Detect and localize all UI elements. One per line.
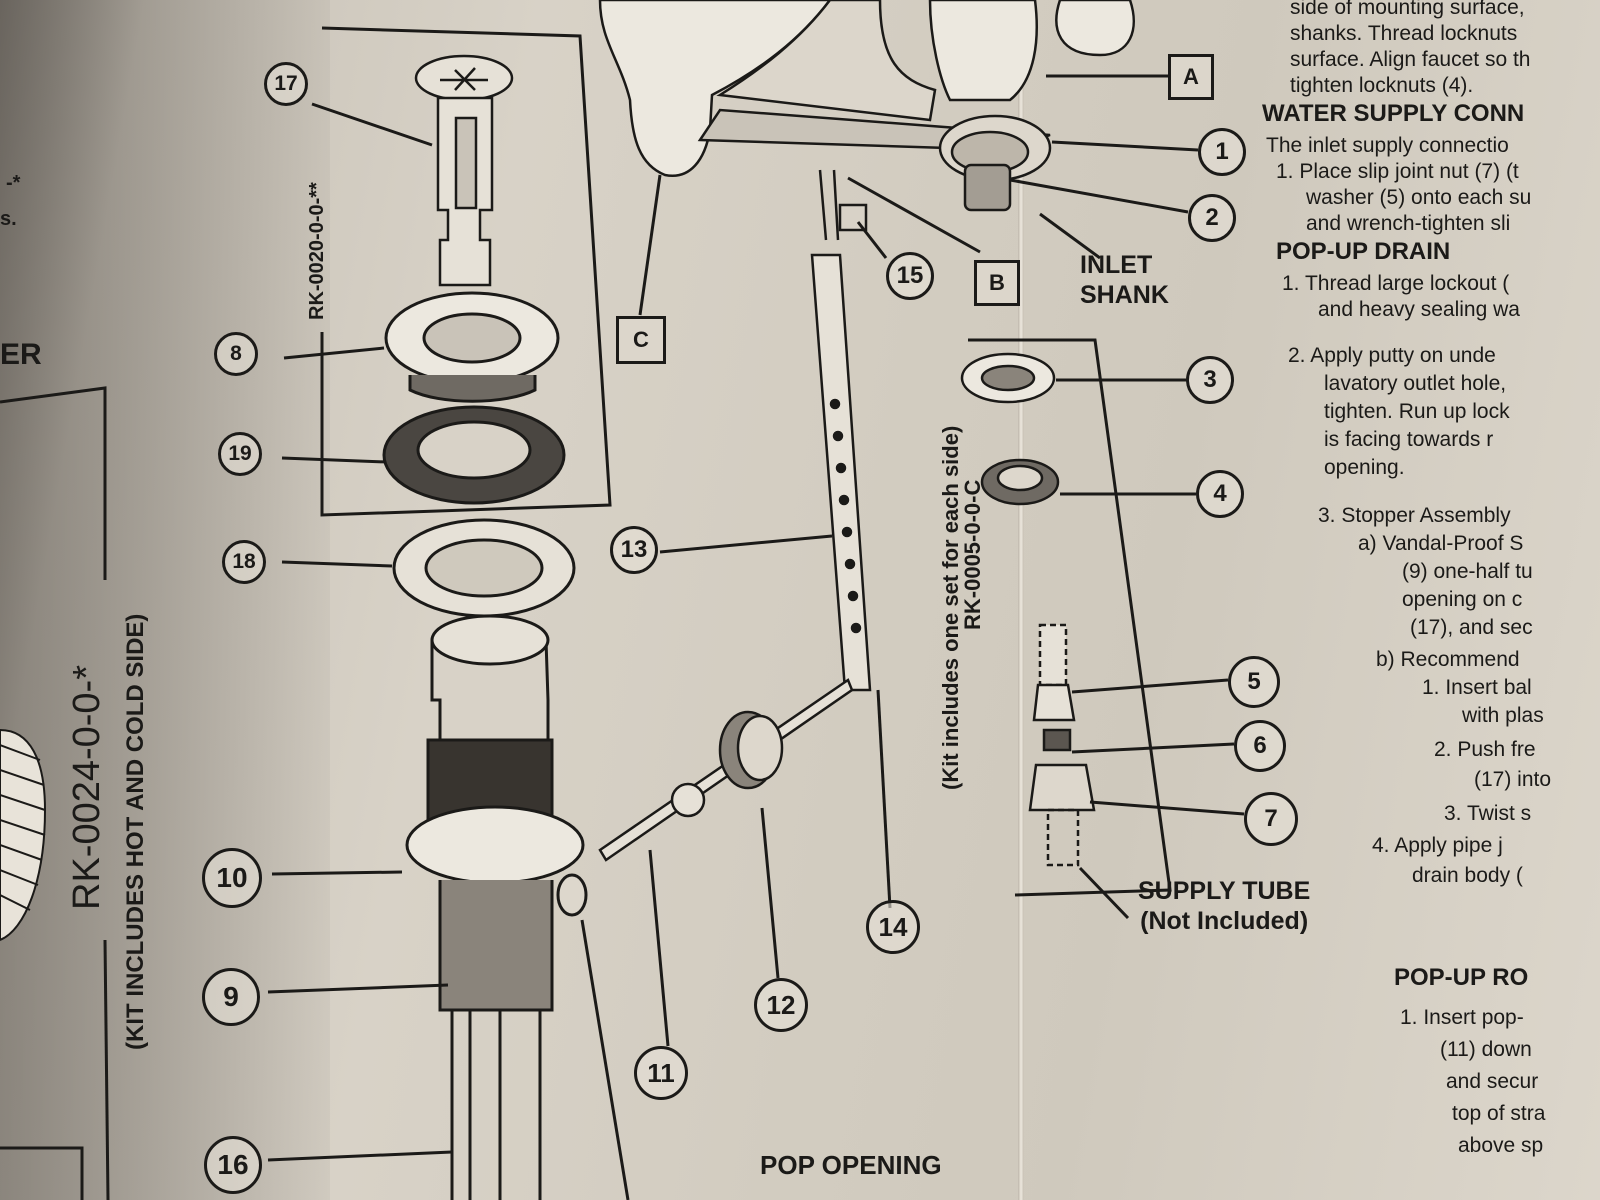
supply-tube-line1: SUPPLY TUBE <box>1138 877 1311 905</box>
instruction-line: (9) one-half tu <box>1402 560 1533 583</box>
instruction-line: 2. Apply putty on unde <box>1288 344 1496 367</box>
callout-8: 8 <box>214 332 258 376</box>
callout-19: 19 <box>218 432 262 476</box>
instruction-line: The inlet supply connectio <box>1266 134 1509 157</box>
inlet-shank <box>938 114 1052 212</box>
instruction-line: top of stra <box>1452 1102 1546 1125</box>
callout-7: 7 <box>1244 792 1298 846</box>
callout-2: 2 <box>1188 194 1236 242</box>
instruction-line: 1. Thread large lockout ( <box>1282 272 1510 295</box>
supply-kit-box <box>968 338 1172 897</box>
pipe-kit-number: RK-0024-0-0-* <box>66 665 108 910</box>
callout-15: 15 <box>886 252 934 300</box>
instruction-line: (17), and sec <box>1410 616 1533 639</box>
gasket-19 <box>382 405 566 505</box>
instruction-line: 1. Insert bal <box>1422 676 1532 699</box>
left-fragment-1: -* <box>6 172 21 194</box>
flange-8 <box>384 291 560 403</box>
instruction-line: (11) down <box>1440 1038 1532 1061</box>
instruction-line: and secur <box>1446 1070 1539 1093</box>
supply-tube-label: SUPPLY TUBE (Not Included) <box>1138 876 1310 936</box>
callout-9: 9 <box>202 968 260 1026</box>
instruction-line: 3. Stopper Assembly <box>1318 504 1511 527</box>
instruction-line: 1. Insert pop- <box>1400 1006 1524 1029</box>
instructions-column: side of mounting surface, shanks. Thread … <box>1262 0 1600 1200</box>
instruction-line: side of mounting surface, <box>1290 0 1525 19</box>
instruction-line: (17) into <box>1474 768 1552 791</box>
instruction-line: and heavy sealing wa <box>1318 298 1520 321</box>
stopper-kit-box <box>320 26 612 517</box>
callout-14: 14 <box>866 900 920 954</box>
pivot-nut-12 <box>718 710 784 790</box>
page-fold <box>1018 0 1024 1200</box>
instruction-line: opening on c <box>1402 588 1523 611</box>
drain-body <box>405 614 588 1200</box>
instruction-line: shanks. Thread locknuts <box>1290 22 1518 45</box>
instruction-line: a) Vandal-Proof S <box>1358 532 1524 555</box>
instruction-line: and wrench-tighten sli <box>1306 212 1511 235</box>
instruction-line: 4. Apply pipe j <box>1372 834 1503 857</box>
er-fragment: ER <box>0 338 42 371</box>
supply-kit-number: RK-0005-0-0-C <box>960 479 985 630</box>
instruction-line: opening. <box>1324 456 1405 479</box>
instruction-line: tighten locknuts (4). <box>1290 74 1474 97</box>
inlet-shank-label: INLET SHANK <box>1080 250 1169 310</box>
instruction-line: washer (5) onto each su <box>1306 186 1532 209</box>
instruction-line: is facing towards r <box>1324 428 1494 451</box>
leader-lines <box>267 74 1245 1200</box>
instruction-line: 3. Twist s <box>1444 802 1532 825</box>
stopper-17 <box>414 54 514 287</box>
callout-4: 4 <box>1196 470 1244 518</box>
washer-18 <box>392 518 576 618</box>
callout-17: 17 <box>264 62 308 106</box>
inlet-label-line1: INLET <box>1080 251 1153 279</box>
box-label-a: A <box>1168 54 1214 100</box>
callout-6: 6 <box>1234 720 1286 772</box>
callout-12: 12 <box>754 978 808 1032</box>
instruction-heading: WATER SUPPLY CONN <box>1262 100 1525 127</box>
callout-5: 5 <box>1228 656 1280 708</box>
callout-18: 18 <box>222 540 266 584</box>
box-label-c: C <box>616 316 666 364</box>
supply-coil-fragment <box>0 728 47 942</box>
callout-3: 3 <box>1186 356 1234 404</box>
supply-tube-line2: (Not Included) <box>1140 907 1309 935</box>
callout-1: 1 <box>1198 128 1246 176</box>
instruction-line: tighten. Run up lock <box>1324 400 1510 423</box>
pop-opening-label: POP OPENING <box>760 1150 942 1180</box>
instruction-line: 2. Push fre <box>1434 738 1536 761</box>
instruction-line: drain body ( <box>1412 864 1523 887</box>
page-shadow <box>0 0 330 1200</box>
instruction-heading: POP-UP RO <box>1394 964 1529 991</box>
callout-16: 16 <box>204 1136 262 1194</box>
supply-parts <box>960 352 1096 867</box>
instruction-heading: POP-UP DRAIN <box>1276 238 1451 265</box>
pipe-kit-note: (KIT INCLUDES HOT AND COLD SIDE) <box>122 613 149 1050</box>
callout-13: 13 <box>610 526 658 574</box>
callout-10: 10 <box>202 848 262 908</box>
instruction-line: 1. Place slip joint nut (7) (t <box>1276 160 1519 183</box>
faucet-body <box>598 0 1135 178</box>
instruction-line: above sp <box>1458 1134 1544 1157</box>
instruction-line: with plas <box>1462 704 1544 727</box>
left-fragment-2: s. <box>0 208 17 230</box>
strap-13 <box>810 169 872 692</box>
instruction-line: lavatory outlet hole, <box>1324 372 1507 395</box>
stopper-kit-number: RK-0020-0-0-** <box>306 182 328 320</box>
instruction-line: b) Recommend <box>1376 648 1520 671</box>
callout-11: 11 <box>634 1046 688 1100</box>
instruction-line: surface. Align faucet so th <box>1290 48 1531 71</box>
inlet-label-line2: SHANK <box>1080 281 1169 309</box>
box-label-b: B <box>974 260 1020 306</box>
